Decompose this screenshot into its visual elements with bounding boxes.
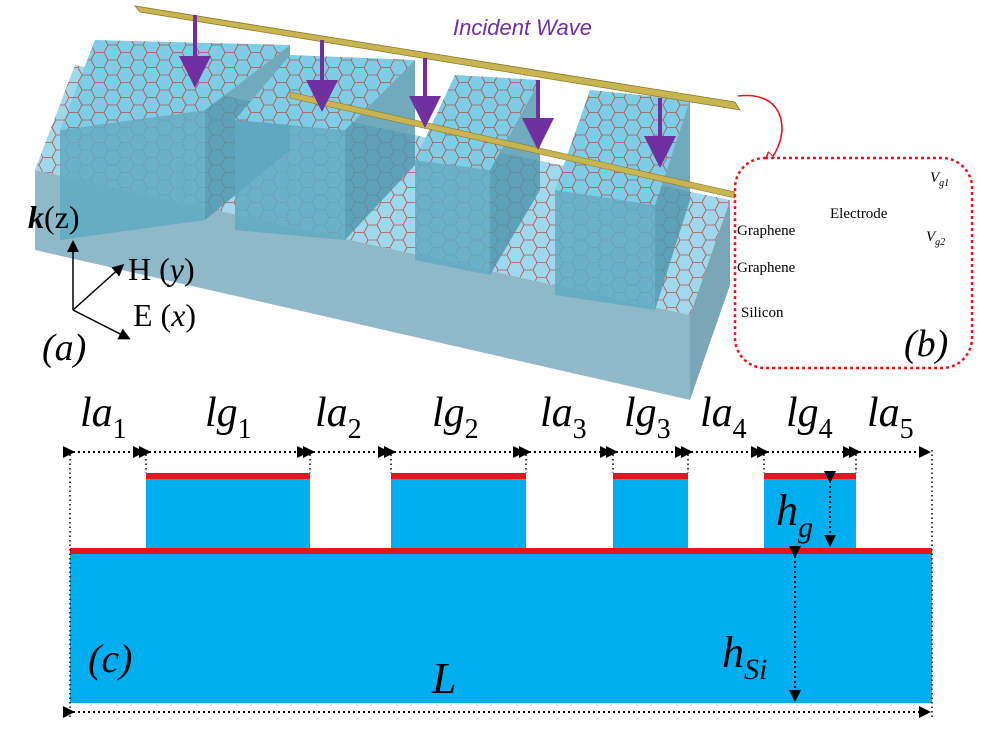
silicon-grating-2 bbox=[391, 478, 526, 548]
graphene-top-1 bbox=[146, 473, 310, 479]
dim-label-la5: la5 bbox=[867, 390, 914, 445]
dim-label-lg4: lg4 bbox=[786, 390, 833, 445]
h-axis-label: H (y) bbox=[128, 251, 195, 287]
e-axis-arrow bbox=[72, 309, 131, 340]
graphene-top-2 bbox=[391, 473, 526, 479]
panel-c-cross-section bbox=[63, 446, 933, 720]
ridge-2-side bbox=[345, 60, 415, 240]
length-label: L bbox=[431, 654, 456, 703]
callout-arrow bbox=[737, 94, 783, 162]
panel-c-label: (c) bbox=[88, 636, 132, 681]
dimension-guides bbox=[69, 450, 933, 720]
panel-b-frame bbox=[733, 156, 974, 370]
dim-label-la4: la4 bbox=[700, 390, 747, 445]
top-electrode bbox=[134, 5, 741, 111]
graphene-bottom-layer bbox=[70, 548, 932, 554]
e-axis-label: E (x) bbox=[133, 297, 196, 333]
dimension-labels: la1 lg1 la2 lg2 la3 lg3 la4 lg4 la5 bbox=[80, 390, 914, 445]
hg-label: hg bbox=[776, 486, 813, 544]
hsi-label: hSi bbox=[722, 628, 767, 686]
dim-label-la1: la1 bbox=[80, 390, 127, 445]
silicon-label: Silicon bbox=[741, 305, 784, 321]
vg1-label: Vg1 bbox=[930, 170, 949, 189]
silicon-slab-side bbox=[690, 200, 730, 400]
ridge-1-front bbox=[60, 110, 205, 240]
ridge-4-side bbox=[655, 100, 690, 310]
panel-a-device bbox=[35, 5, 783, 400]
graphene-top-label: Graphene bbox=[737, 223, 796, 239]
vg2-label: Vg2 bbox=[926, 229, 945, 248]
dim-label-lg2: lg2 bbox=[432, 390, 479, 445]
ridge-3-front bbox=[415, 160, 490, 275]
silicon-grating-4 bbox=[764, 478, 856, 548]
dim-label-la2: la2 bbox=[315, 390, 362, 445]
incident-wave-label: Incident Wave bbox=[453, 15, 592, 40]
graphene-bottom-label: Graphene bbox=[737, 260, 796, 276]
dim-label-la3: la3 bbox=[540, 390, 587, 445]
electrode-label: Electrode bbox=[830, 206, 888, 222]
coordinate-axes bbox=[67, 240, 131, 340]
k-axis-label: k(z) bbox=[28, 199, 80, 235]
silicon-grating-1 bbox=[146, 478, 310, 548]
h-axis-arrow bbox=[72, 263, 125, 311]
dimension-arrows bbox=[63, 446, 931, 718]
silicon-substrate bbox=[70, 553, 932, 703]
panel-a-label: (a) bbox=[42, 327, 86, 369]
dim-label-lg3: lg3 bbox=[624, 390, 671, 445]
ridge-1-lattice bbox=[60, 40, 290, 130]
dim-label-lg1: lg1 bbox=[205, 390, 252, 445]
graphene-top-3 bbox=[613, 473, 688, 479]
graphene-top-4 bbox=[764, 473, 856, 479]
incident-wave-arrows bbox=[179, 15, 676, 168]
ridge-3-lattice bbox=[415, 75, 540, 170]
silicon-grating-3 bbox=[613, 478, 688, 548]
ridge-2-front bbox=[235, 120, 345, 240]
panel-b-label: (b) bbox=[904, 323, 948, 365]
silicon-slab-front bbox=[35, 170, 690, 400]
ridge-4-front bbox=[555, 190, 655, 310]
